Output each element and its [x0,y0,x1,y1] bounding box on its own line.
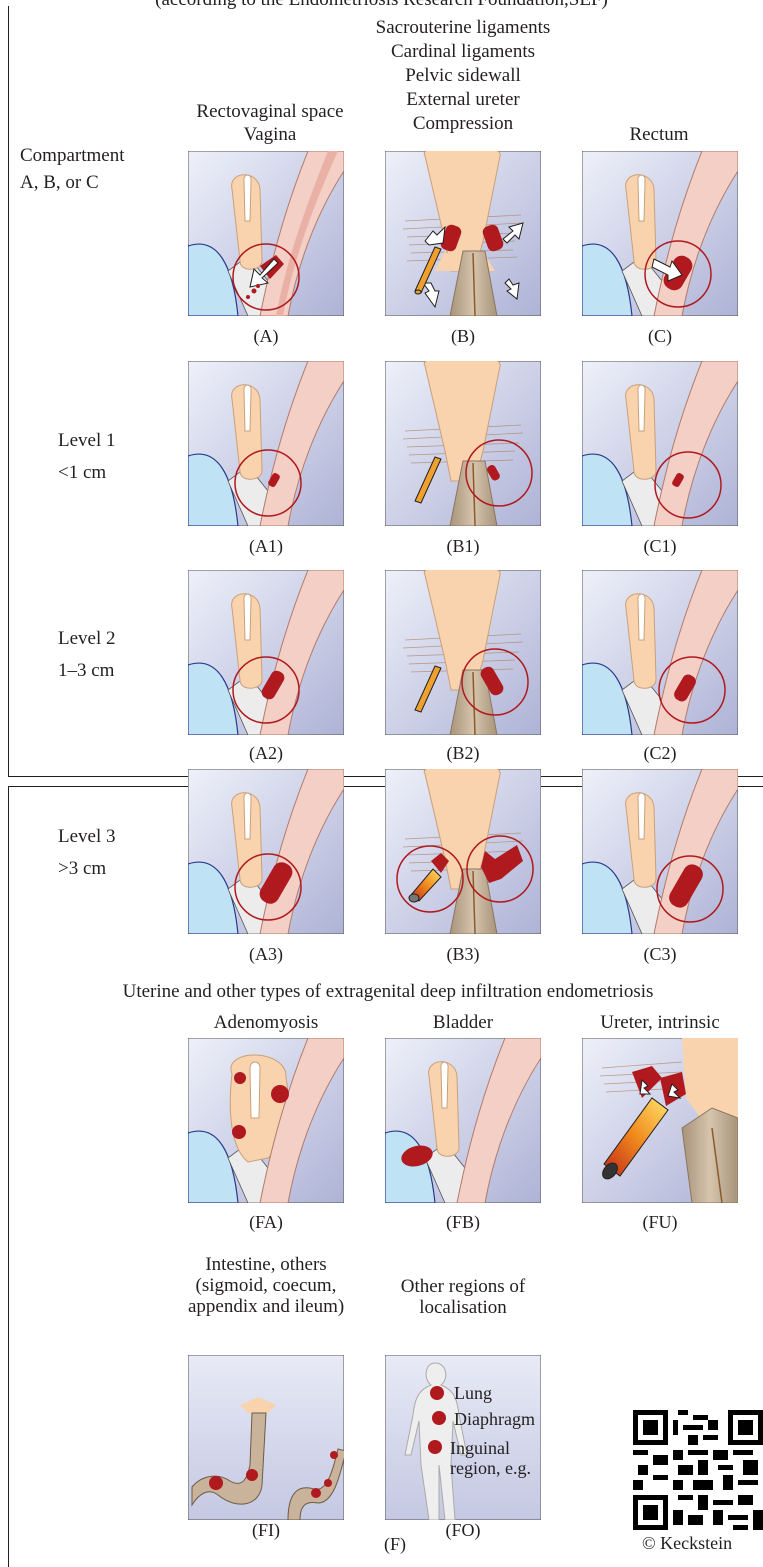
panel-fi [188,1355,344,1520]
fo-label-inguinal: Inguinal region, e.g. [450,1438,531,1478]
row-label-level1: Level 1 <1 cm [58,430,116,484]
panel-a1 [188,361,344,526]
panel-c [582,151,738,316]
panel-b3 [385,769,541,934]
row-label-compartment: Compartment A, B, or C [20,145,124,194]
row-label-level3: Level 3 >3 cm [58,826,116,880]
row-label-level2: Level 2 1–3 cm [58,628,116,682]
panel-c3 [582,769,738,934]
caption-b1: (B1) [413,536,513,557]
caption-a: (A) [216,326,316,347]
panel-b1 [385,361,541,526]
bladder-title: Bladder [385,1011,541,1034]
caption-a2: (A2) [216,743,316,764]
ureter-title: Ureter, intrinsic [578,1011,742,1034]
panel-fb [385,1038,541,1203]
panel-fu [582,1038,738,1203]
caption-c3: (C3) [610,944,710,965]
intestine-title: Intestine, others (sigmoid, coecum, appe… [188,1254,344,1317]
adenomyosis-title: Adenomyosis [188,1011,344,1034]
bottom-title: Uterine and other types of extragenital … [8,980,763,1003]
panel-c1 [582,361,738,526]
caption-a1: (A1) [216,536,316,557]
caption-b: (B) [413,326,513,347]
panel-a [188,151,344,316]
caption-fu: (FU) [610,1212,710,1233]
panel-c2 [582,570,738,735]
panel-b2 [385,570,541,735]
caption-f: (F) [345,1534,445,1555]
panel-a3 [188,769,344,934]
panel-b [385,151,541,316]
caption-a3: (A3) [216,944,316,965]
caption-fb: (FB) [413,1212,513,1233]
caption-c2: (C2) [610,743,710,764]
caption-b3: (B3) [413,944,513,965]
fo-label-diaphragm: Diaphragm [454,1408,535,1430]
fo-label-lung: Lung [454,1382,492,1404]
caption-b2: (B2) [413,743,513,764]
caption-c: (C) [610,326,710,347]
panel-fa [188,1038,344,1203]
copyright: © Keckstein [642,1532,732,1554]
caption-c1: (C1) [610,536,710,557]
other-title: Other regions of localisation [385,1276,541,1318]
qr-code [633,1410,763,1530]
caption-fa: (FA) [216,1212,316,1233]
caption-fi: (FI) [216,1520,316,1541]
panel-a2 [188,570,344,735]
